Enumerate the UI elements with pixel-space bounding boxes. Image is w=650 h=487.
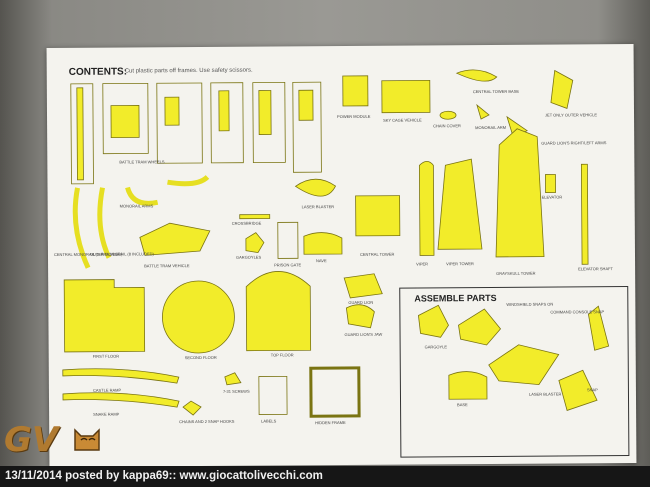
label-screws: 7-31 SCREWS <box>222 388 250 394</box>
label-labels: LABELS <box>261 418 277 424</box>
photo-caption: 13/11/2014 posted by kappa69:: www.gioca… <box>5 470 323 482</box>
label-castle-ramp: CASTLE RAMP <box>92 387 122 393</box>
label-hidden-frame: HIDDEN FRAME <box>315 419 346 426</box>
label-elevator-shaft: ELEVATOR SHAFT <box>578 266 614 272</box>
caption-bar <box>0 466 650 487</box>
label-elevator: ELEVATOR <box>541 194 563 200</box>
label-top-floor: TOP FLOOR <box>270 352 294 358</box>
label-snake-ramp: SNAKE RAMP <box>93 411 120 417</box>
label-gargoyle-asm: GARGOYLE <box>424 344 448 350</box>
label-second-floor: SECOND FLOOR <box>184 354 217 361</box>
label-monorail-arms: MONORAIL ARMS <box>119 203 154 209</box>
label-battle-tram-wheels: BATTLE TRAM WHEELS <box>119 159 165 165</box>
label-power-module: POWER MODULE <box>337 113 371 120</box>
label-gargoyles: GARGOYLES <box>235 254 262 260</box>
label-monorail-arm: MONORAIL ARM <box>475 124 507 131</box>
label-battle-tram-vehicle: BATTLE TRAM VEHICLE <box>144 263 190 269</box>
label-chain-cover: CHAIN COVER <box>433 123 461 129</box>
label-chains: CHAINS AND 2 SNAP HOOKS <box>179 418 235 425</box>
label-first-floor: FIRST FLOOR <box>92 353 120 359</box>
label-sky-cage: SKY CAGE VEHICLE <box>383 117 422 123</box>
instruction-sheet: CONTENTS: Cut plastic parts off frames. … <box>46 43 637 468</box>
parts-illustration <box>62 69 610 418</box>
label-prison-gate: PRISON GATE <box>274 262 302 268</box>
label-guard-lion: GUARD LION <box>348 299 374 305</box>
gv-logo: GV <box>4 420 59 460</box>
label-jet-only: JET ONLY OUTER VEHICLE <box>545 112 598 118</box>
label-snap: SNAP <box>586 387 598 393</box>
label-base: BASE <box>457 402 468 408</box>
label-viper-tower: VIPER TOWER <box>446 261 474 267</box>
assemble-parts-box: ASSEMBLE PARTS GARGOYLE WINDSHIELD SNAPS… <box>399 285 630 458</box>
label-command-console: COMMAND CONSOLE SNAP <box>550 309 605 315</box>
label-guard-lion-arms: GUARD LION'S RIGHT/LEFT ARMS <box>541 140 607 146</box>
label-nave: NAVE <box>316 258 327 264</box>
label-viper: VIPER <box>416 261 429 267</box>
label-outer-monorail: OUTER MONORAIL (8 INCLUDED) <box>89 251 154 257</box>
label-windshield: WINDSHIELD SNAPS ON <box>506 301 554 307</box>
label-guard-lions-jaw: GUARD LION'S JAW <box>344 331 383 337</box>
cat-logo-icon <box>74 428 100 451</box>
label-crossbridge: CROSSBRIDGE <box>231 220 262 226</box>
label-laser-blaster-asm: LASER BLASTER <box>528 391 562 397</box>
label-central-tower: CENTRAL TOWER <box>359 251 395 257</box>
label-laser-blaster: LASER BLASTER <box>301 204 335 210</box>
assemble-parts-title: ASSEMBLE PARTS <box>414 292 497 304</box>
label-grayskull-tower: GRAYSKULL TOWER <box>496 270 536 276</box>
label-central-tower-base: CENTRAL TOWER BASE <box>472 88 520 95</box>
